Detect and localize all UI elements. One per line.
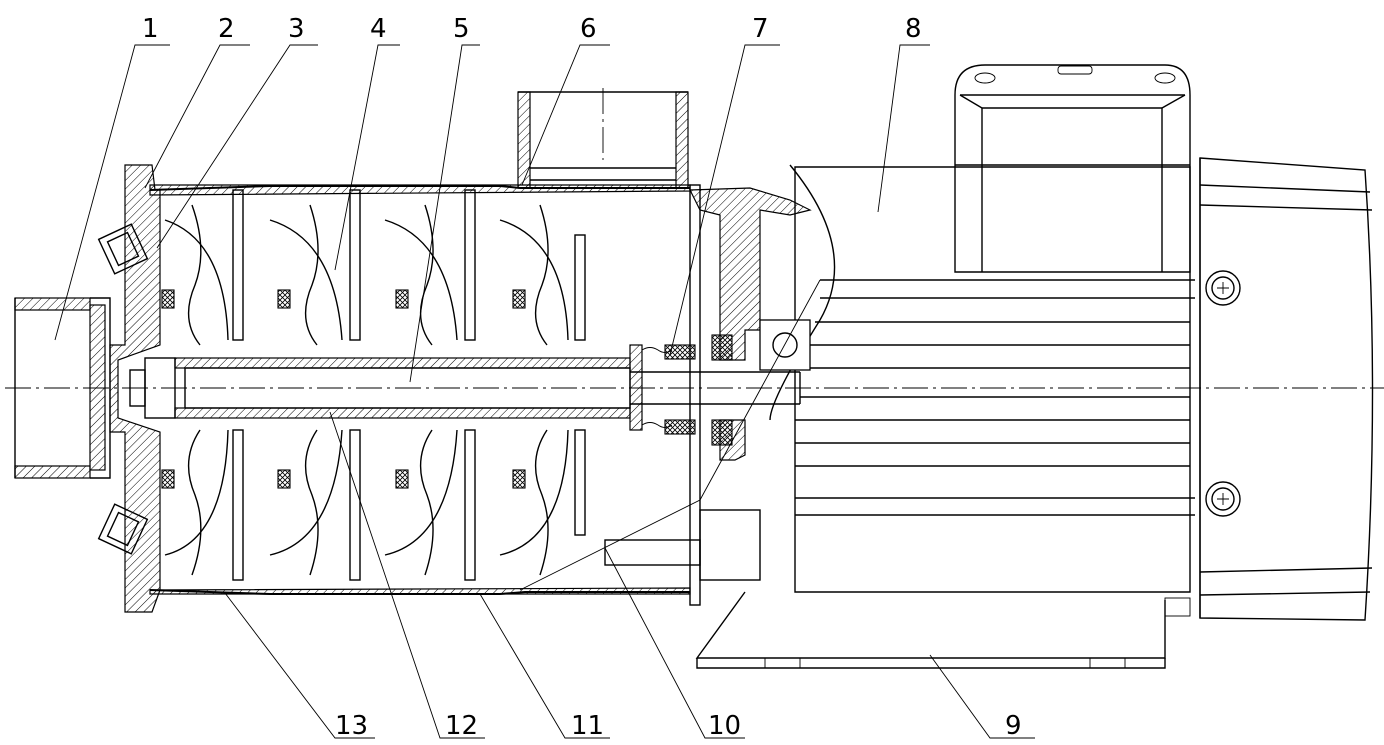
callout-10: 10 (708, 711, 741, 741)
callout-12: 12 (445, 711, 478, 741)
callout-4: 4 (370, 14, 387, 44)
motor-foot (695, 591, 1191, 669)
fan-cover (1199, 157, 1374, 621)
terminal-box (954, 64, 1191, 273)
discharge-port (517, 88, 689, 189)
bolt-upper (1205, 270, 1241, 306)
callout-7: 7 (752, 14, 769, 44)
stage-1 (161, 189, 244, 581)
pump-housing (14, 88, 691, 613)
callout-3: 3 (288, 14, 305, 44)
plug-lower (97, 503, 149, 555)
stage-2 (269, 189, 361, 581)
plug-upper (97, 223, 149, 275)
callout-1: 1 (142, 14, 159, 44)
callout-6: 6 (580, 14, 597, 44)
callout-13: 13 (335, 711, 368, 741)
mechanical-seal (629, 344, 696, 435)
suction-port (14, 297, 111, 479)
stage-4 (499, 204, 586, 576)
leader-lines (54, 44, 1035, 739)
cooling-fins (795, 279, 1195, 516)
callout-labels: 1 2 3 4 5 6 7 8 9 10 11 12 13 (142, 14, 1022, 741)
callout-11: 11 (571, 711, 604, 741)
motor-bracket (604, 184, 812, 606)
impeller-stages (161, 189, 586, 581)
callout-9: 9 (1005, 711, 1022, 741)
bolt-lower (1205, 481, 1241, 517)
electric-motor (695, 64, 1374, 669)
callout-5: 5 (453, 14, 470, 44)
cutaway-edge (769, 164, 836, 421)
callout-8: 8 (905, 14, 922, 44)
stage-3 (384, 189, 476, 581)
pump-shaft (129, 357, 801, 419)
callout-2: 2 (218, 14, 235, 44)
